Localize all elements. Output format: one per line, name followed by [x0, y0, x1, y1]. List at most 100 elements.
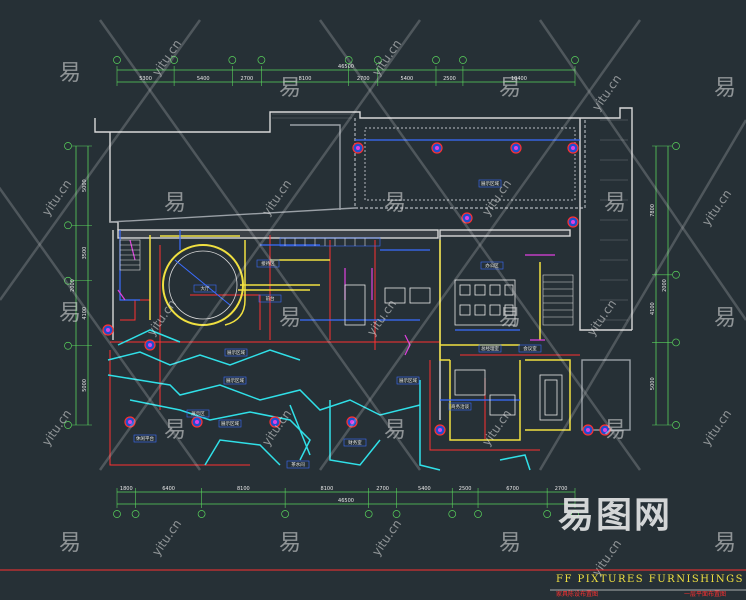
room-label: 大厅 — [201, 285, 210, 292]
drawing-subtitle-right: 一层平面布置图 — [684, 590, 726, 598]
grid-axis-bubble — [281, 510, 289, 518]
display-stand-core — [148, 343, 152, 347]
room-label-frame — [286, 460, 310, 469]
watermark-char: 易 — [59, 61, 81, 86]
room-label-frame — [448, 402, 472, 411]
dimension-segment-label: 10400 — [511, 76, 527, 82]
drawing-subtitle: 家具陈设布置图 — [556, 590, 598, 598]
watermark-char: 易 — [604, 418, 626, 443]
watermark-stroke — [0, 19, 202, 301]
watermark-char: 易 — [499, 531, 521, 556]
grid-axis-bubble — [571, 510, 579, 518]
grid-axis-bubble — [257, 56, 266, 64]
grid-axis-bubble — [448, 510, 457, 518]
grid-axis-bubble — [364, 510, 373, 518]
room-label: 前台 — [266, 295, 275, 302]
dimension-segment-label: 4100 — [650, 302, 656, 315]
grid-axis-bubble — [344, 56, 353, 64]
hatched-exterior — [272, 113, 628, 321]
dimension-segment-label: 5000 — [82, 379, 88, 392]
display-stand-core — [356, 146, 360, 150]
display-stand-markers — [102, 142, 611, 436]
dimension-segment-label: 3500 — [82, 247, 88, 260]
dimension-segment-label: 2700 — [357, 76, 370, 82]
watermark-char: 易 — [499, 76, 521, 101]
watermark-char: 易 — [384, 191, 406, 216]
grid-axis-bubble — [64, 276, 72, 285]
display-stand-core — [350, 420, 354, 424]
watermark-stroke — [538, 119, 746, 471]
room-label-frame — [224, 348, 248, 357]
watermark-stroke — [538, 19, 746, 321]
grid-axis-bubble — [64, 421, 72, 429]
dimension-segment-label: 2500 — [443, 76, 456, 82]
dimension-segment-label: 5400 — [197, 76, 210, 82]
room-label: 会议室 — [523, 345, 537, 352]
grid-axis-bubble — [170, 56, 178, 64]
dimension-segment-label: 1800 — [120, 486, 133, 492]
office-desks — [344, 279, 563, 421]
dimension-segment-label: 8100 — [299, 76, 312, 82]
watermark-stroke — [98, 19, 422, 471]
room-label-frame — [256, 259, 280, 268]
room-label: 展示区 — [191, 411, 205, 417]
display-stand-core — [106, 328, 110, 332]
dimension-segment-label: 8100 — [321, 486, 334, 492]
grid-axis-bubble — [113, 510, 121, 518]
display-stand-core — [435, 146, 439, 150]
dimension-segment-label: 5300 — [139, 76, 152, 82]
grid-axis-bubble — [64, 341, 72, 350]
room-label: 茶水间 — [291, 461, 305, 468]
room-label-frame — [193, 284, 217, 293]
room-label: 展示区域 — [226, 377, 244, 384]
grid-axis-bubble — [474, 510, 482, 518]
grid-axis-bubble — [672, 421, 680, 429]
dimension-segment-label: 4100 — [82, 307, 88, 320]
room-label: 接待区 — [261, 260, 275, 267]
room-label: 展示区域 — [221, 420, 239, 427]
watermark-char: 易 — [714, 531, 736, 556]
watermark-char: 易 — [164, 418, 186, 443]
watermark-stroke — [98, 19, 422, 471]
grid-axis-bubble — [64, 142, 72, 150]
grid-axis-bubble — [571, 56, 579, 64]
grid-axis-bubble — [113, 56, 121, 64]
room-label: 展示区域 — [227, 349, 245, 356]
room-label: 展示区域 — [399, 377, 417, 384]
grid-axis-bubble — [432, 56, 440, 64]
room-label-frame — [258, 294, 282, 303]
dimension-segment-label: 2700 — [555, 486, 568, 492]
room-label-frame — [133, 434, 157, 443]
watermark-char: 易 — [279, 76, 301, 101]
grid-axis-bubble — [543, 510, 551, 518]
dimension-segment-label: 6400 — [162, 486, 175, 492]
display-stand-core — [571, 220, 575, 224]
watermark-char: 易 — [714, 306, 736, 331]
grid-axis-bubble — [459, 56, 467, 64]
grid-axis-bubble — [131, 510, 140, 518]
dimension-total-label: 46500 — [338, 498, 354, 504]
drawing-title: FF PIXTURES FURNISHINGS PLAN — [556, 574, 746, 585]
grid-axis-bubble — [392, 510, 401, 518]
watermark-char: 易 — [59, 301, 81, 326]
dimension-total-label: 2000 — [70, 279, 76, 292]
room-label-frame — [186, 409, 210, 418]
grid-axis-bubble — [197, 510, 206, 518]
room-label-frame — [480, 261, 504, 270]
dimension-segment-label: 8100 — [237, 486, 250, 492]
stair-blocks — [119, 237, 574, 326]
display-stand-core — [195, 420, 199, 424]
watermark-char: 易 — [714, 76, 736, 101]
display-stand-core — [465, 216, 469, 220]
building-walls — [94, 107, 633, 431]
dimension-segment-label: 6700 — [506, 486, 519, 492]
dimension-total-label: 46500 — [338, 64, 354, 70]
watermark-char: 易 — [164, 191, 186, 216]
watermark-char: 易 — [59, 531, 81, 556]
dimension-segment-label: 7800 — [650, 204, 656, 217]
room-label-frame — [396, 376, 420, 385]
